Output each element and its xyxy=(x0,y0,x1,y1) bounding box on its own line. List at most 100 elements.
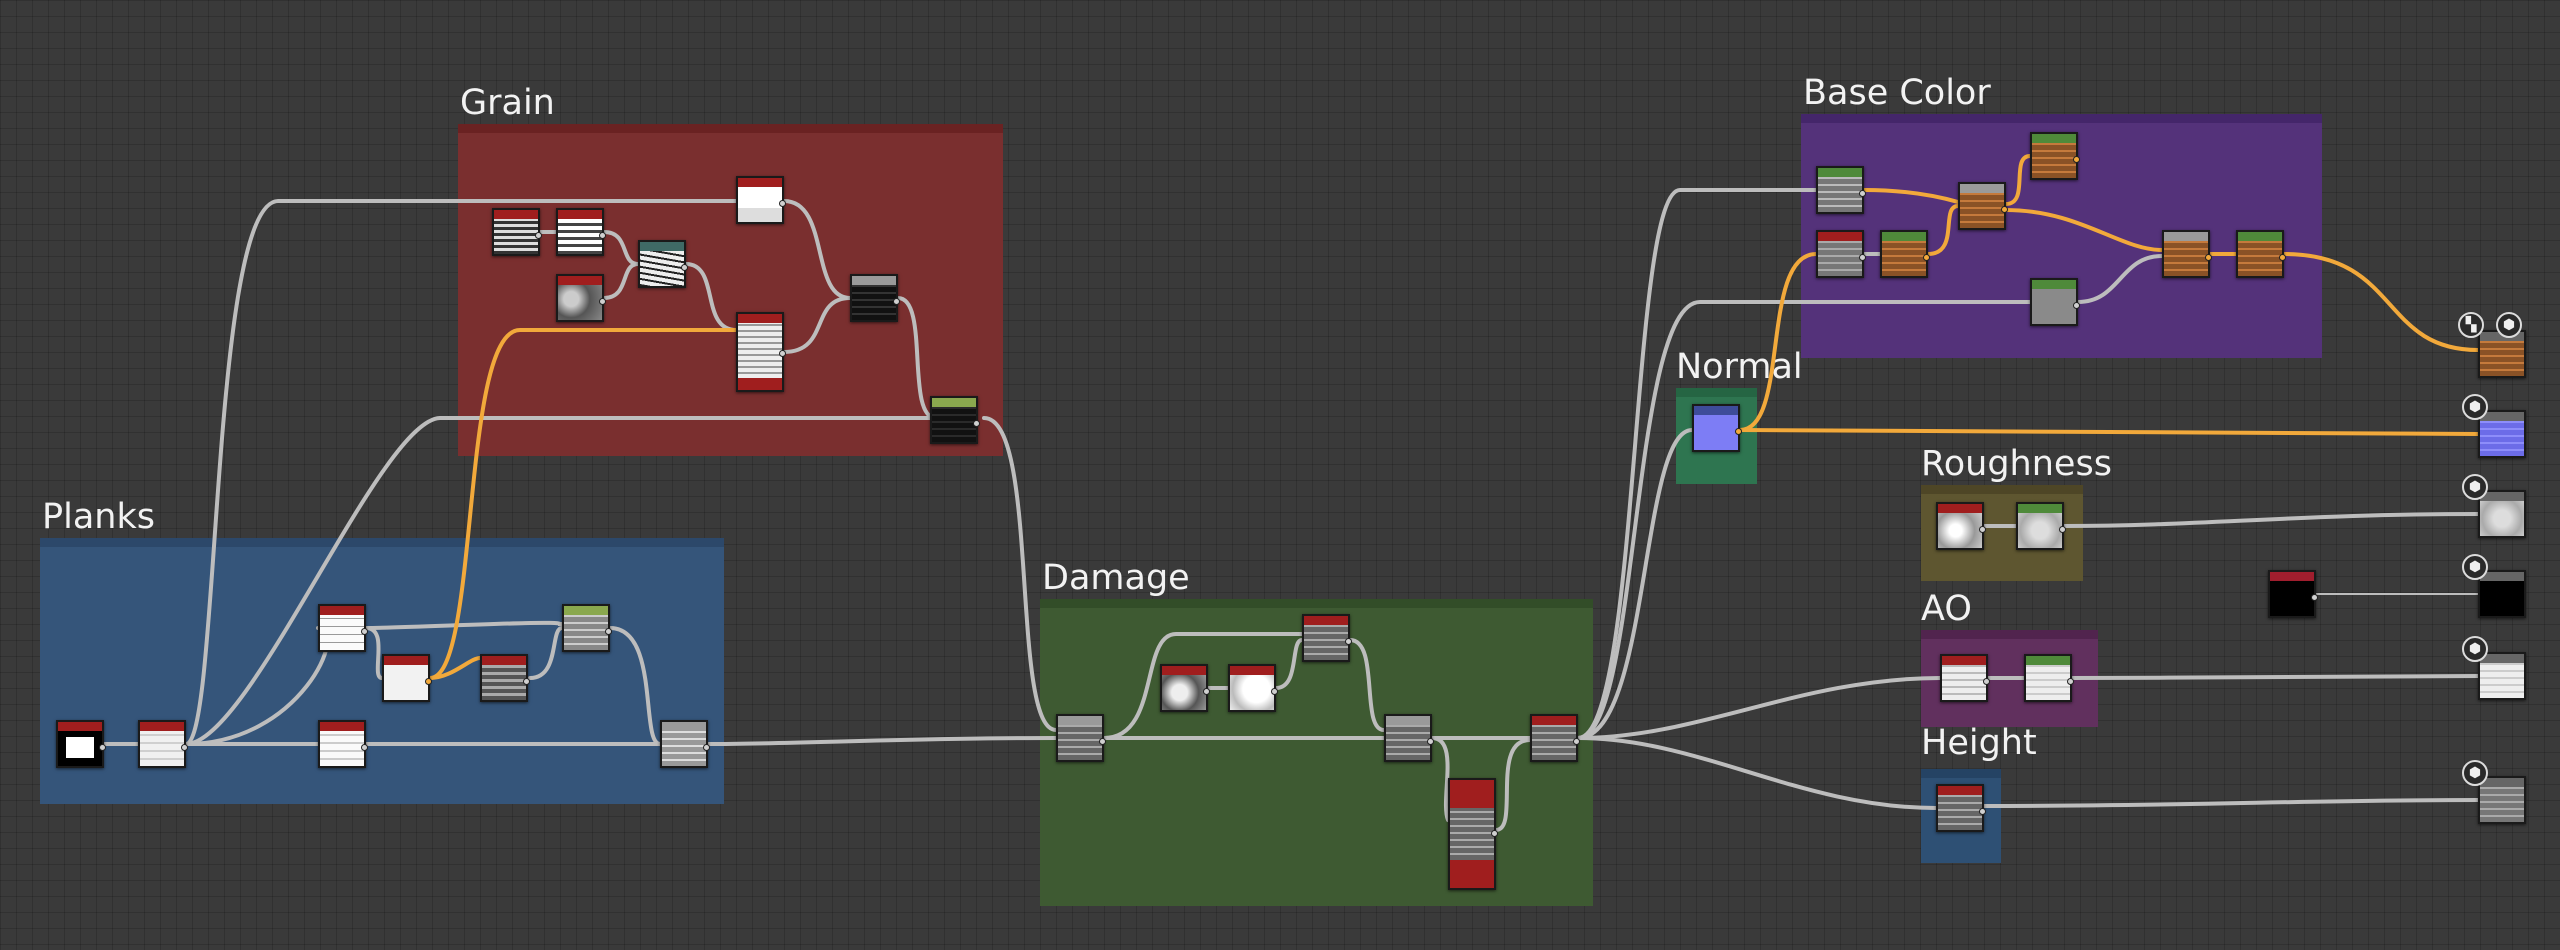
frame-title-height: Height xyxy=(1921,723,2037,763)
height-node[interactable] xyxy=(1936,784,1986,832)
output-port[interactable] xyxy=(2311,594,2318,601)
damage-blend-node[interactable] xyxy=(1302,614,1352,662)
ao-noise-node[interactable] xyxy=(1940,654,1990,702)
grain-tall-node[interactable] xyxy=(736,312,786,392)
output-port[interactable] xyxy=(1345,638,1352,645)
output-port[interactable] xyxy=(1979,526,1986,533)
planks-pattern-node[interactable] xyxy=(480,654,530,702)
checker-icon[interactable]: ▚ xyxy=(2458,312,2484,338)
output-height[interactable] xyxy=(2478,776,2526,824)
output-port[interactable] xyxy=(425,678,432,685)
frame-grain[interactable] xyxy=(458,124,1003,456)
grain-cloud-node[interactable] xyxy=(556,274,606,322)
output-port[interactable] xyxy=(361,628,368,635)
output-base-color[interactable] xyxy=(2478,330,2526,378)
node-header xyxy=(662,722,706,731)
output-port[interactable] xyxy=(2279,254,2286,261)
cube-icon[interactable]: ⬢ xyxy=(2462,474,2488,500)
output-port[interactable] xyxy=(1979,808,1986,815)
output-port[interactable] xyxy=(361,744,368,751)
output-normal[interactable] xyxy=(2478,410,2526,458)
cube-icon[interactable]: ⬢ xyxy=(2462,394,2488,420)
output-ao[interactable] xyxy=(2478,652,2526,700)
base-color-blend-node-3[interactable] xyxy=(2162,230,2212,278)
output-port[interactable] xyxy=(2073,156,2080,163)
output-port[interactable] xyxy=(2001,206,2008,213)
grain-warp-node[interactable] xyxy=(638,240,688,288)
node-header xyxy=(1960,184,2004,193)
wire xyxy=(1576,300,2032,740)
output-port[interactable] xyxy=(599,232,606,239)
planks-input-node[interactable] xyxy=(56,720,106,768)
output-port[interactable] xyxy=(1735,428,1742,435)
base-color-input-node[interactable] xyxy=(1816,166,1866,214)
cube-icon[interactable]: ⬢ xyxy=(2462,554,2488,580)
node-thumbnail xyxy=(2480,421,2524,456)
base-color-output-node[interactable] xyxy=(2236,230,2286,278)
ao-output-node[interactable] xyxy=(2024,654,2074,702)
base-color-blend-node-1[interactable] xyxy=(1958,182,2008,230)
output-port[interactable] xyxy=(1573,738,1580,745)
roughness-noise-node[interactable] xyxy=(1936,502,1986,550)
output-port[interactable] xyxy=(1859,190,1866,197)
output-port[interactable] xyxy=(181,744,188,751)
damage-input-node[interactable] xyxy=(1056,714,1106,762)
output-port[interactable] xyxy=(2067,678,2074,685)
grain-top-node[interactable] xyxy=(736,176,786,224)
wire xyxy=(896,296,938,420)
grain-output-node[interactable] xyxy=(930,396,980,444)
output-port[interactable] xyxy=(1203,688,1210,695)
grain-noise-node-1[interactable] xyxy=(492,208,542,256)
metallic-uniform-node[interactable] xyxy=(2268,570,2318,618)
output-roughness[interactable] xyxy=(2478,490,2526,538)
output-port[interactable] xyxy=(1099,738,1106,745)
planks-split-node[interactable] xyxy=(318,720,368,768)
planks-bricks-node[interactable] xyxy=(318,604,368,652)
output-port[interactable] xyxy=(99,744,106,751)
normal-node[interactable] xyxy=(1692,404,1742,452)
output-port[interactable] xyxy=(1427,738,1434,745)
cube-icon[interactable]: ⬢ xyxy=(2462,636,2488,662)
planks-output-node[interactable] xyxy=(660,720,710,768)
output-port[interactable] xyxy=(893,298,900,305)
wire xyxy=(602,262,640,300)
planks-blend-node[interactable] xyxy=(562,604,612,652)
base-color-gradient-node[interactable] xyxy=(1880,230,1930,278)
output-port[interactable] xyxy=(779,350,786,357)
node-thumbnail xyxy=(1818,241,1862,276)
output-port[interactable] xyxy=(2073,302,2080,309)
base-color-mask-node[interactable] xyxy=(1816,230,1866,278)
damage-output-node[interactable] xyxy=(1530,714,1580,762)
cube-icon[interactable]: ⬢ xyxy=(2496,312,2522,338)
output-port[interactable] xyxy=(1271,688,1278,695)
wire xyxy=(364,626,384,680)
output-port[interactable] xyxy=(2059,526,2066,533)
output-port[interactable] xyxy=(1923,254,1930,261)
output-port[interactable] xyxy=(2205,254,2212,261)
output-port[interactable] xyxy=(779,200,786,207)
output-port[interactable] xyxy=(1859,254,1866,261)
output-port[interactable] xyxy=(535,232,542,239)
output-port[interactable] xyxy=(703,744,710,751)
base-color-gray-node[interactable] xyxy=(2030,278,2080,326)
damage-mix-node[interactable] xyxy=(1384,714,1434,762)
base-color-blend-node-2[interactable] xyxy=(2030,132,2080,180)
output-port[interactable] xyxy=(1983,678,1990,685)
roughness-output-node[interactable] xyxy=(2016,502,2066,550)
damage-scratch-node[interactable] xyxy=(1228,664,1278,712)
planks-tile-node[interactable] xyxy=(138,720,188,768)
damage-tall-node[interactable] xyxy=(1448,778,1498,890)
output-port[interactable] xyxy=(599,298,606,305)
output-metallic[interactable] xyxy=(2478,570,2526,618)
output-port[interactable] xyxy=(605,628,612,635)
output-port[interactable] xyxy=(523,678,530,685)
grain-noise-node-2[interactable] xyxy=(556,208,606,256)
damage-noise-node[interactable] xyxy=(1160,664,1210,712)
grain-dark-node[interactable] xyxy=(850,274,900,322)
planks-mask-node[interactable] xyxy=(382,654,432,702)
cube-icon[interactable]: ⬢ xyxy=(2462,760,2488,786)
output-port[interactable] xyxy=(1491,830,1498,837)
output-port[interactable] xyxy=(973,420,980,427)
output-port[interactable] xyxy=(681,264,688,271)
